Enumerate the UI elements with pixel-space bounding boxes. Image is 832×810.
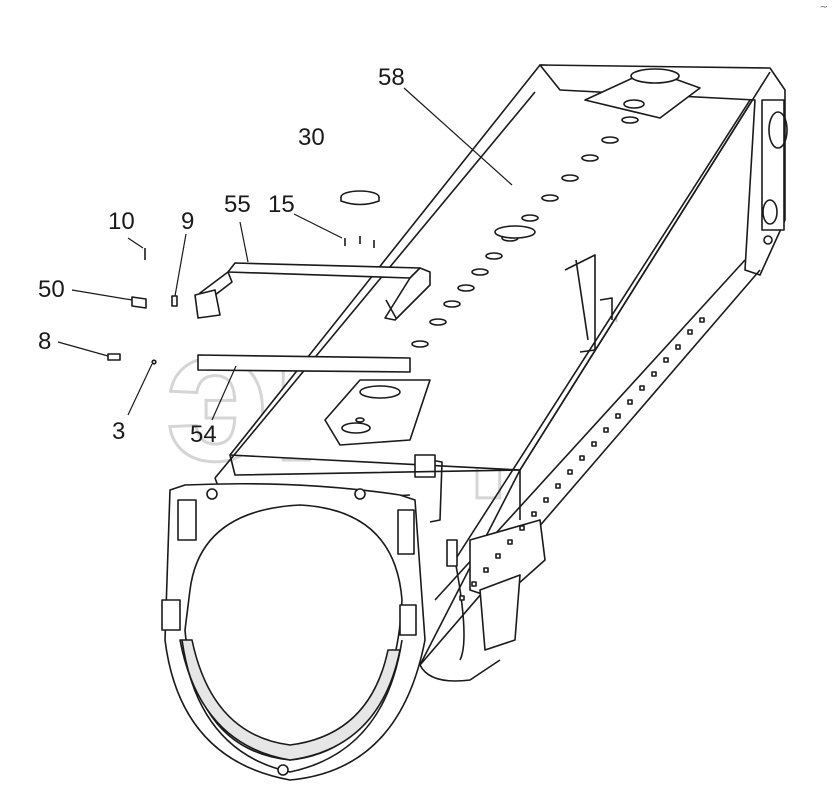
rod-54	[197, 354, 411, 373]
frame-55	[194, 262, 431, 321]
side-slots	[459, 317, 705, 601]
callout-50: 50	[38, 276, 65, 303]
callout-15: 15	[268, 191, 295, 218]
leader-50	[71, 289, 133, 301]
callout-58: 58	[378, 64, 405, 91]
callout-8: 8	[38, 328, 52, 355]
callout-9: 9	[181, 208, 195, 235]
pin-3	[151, 359, 157, 365]
callout-3: 3	[112, 418, 126, 445]
callout-30: 30	[298, 124, 325, 151]
leader-55	[239, 221, 249, 263]
callout-55: 55	[224, 191, 251, 218]
leader-9	[174, 233, 187, 297]
exploded-parts	[107, 190, 431, 373]
bolt-8	[107, 353, 121, 361]
pin-50	[131, 296, 147, 309]
leader-15	[293, 213, 343, 239]
callout-54: 54	[190, 421, 217, 448]
clip-9	[171, 295, 178, 307]
inspection-plate	[324, 379, 431, 446]
front-opening-inner	[184, 504, 403, 761]
top-plate	[584, 69, 701, 119]
leader-lines	[57, 87, 513, 421]
corner-mark: ~	[819, 2, 828, 13]
feeder-housing-body	[161, 64, 788, 781]
leader-3	[127, 363, 153, 416]
front-opening-outer	[164, 482, 426, 781]
callout-10: 10	[108, 208, 135, 235]
bolts-15	[344, 236, 375, 248]
deck-holes	[411, 116, 639, 348]
leader-10	[127, 237, 144, 249]
leader-8	[57, 341, 109, 357]
leader-58	[403, 87, 513, 186]
leader-54	[211, 365, 237, 421]
